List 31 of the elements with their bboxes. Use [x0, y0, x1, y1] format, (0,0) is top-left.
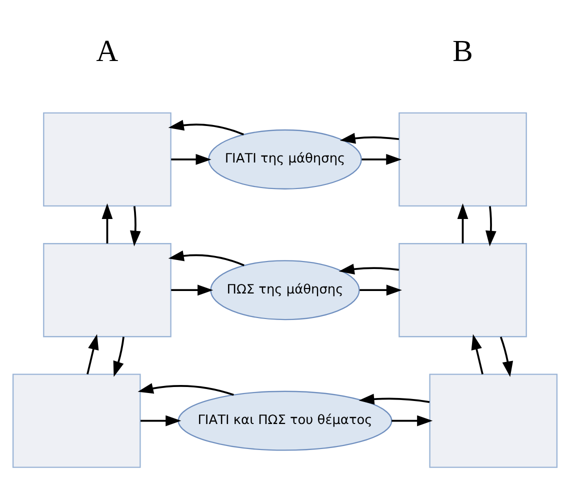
arrow: [500, 336, 514, 377]
node-ellipse: ΠΩΣ της μάθησης: [210, 260, 360, 320]
label: A: [96, 34, 118, 68]
arrow: [362, 154, 402, 165]
label: B: [452, 34, 473, 68]
arrow: [86, 334, 99, 374]
arrow: [140, 415, 182, 426]
arrow: [340, 132, 400, 144]
arrow: [171, 154, 212, 165]
node-box: [12, 374, 141, 468]
node-box: [398, 112, 527, 207]
arrow: [358, 394, 430, 405]
arrow: [471, 334, 484, 374]
arrow: [338, 264, 399, 274]
node-box: [398, 243, 527, 338]
node-box: [43, 112, 172, 207]
arrow: [360, 284, 402, 296]
arrow: [457, 203, 468, 244]
arrow: [130, 206, 141, 246]
arrow: [102, 203, 113, 244]
node-ellipse: ΓΙΑΤΙ της μάθησης: [208, 129, 362, 190]
arrow: [138, 383, 234, 396]
node-box: [43, 243, 172, 338]
arrow: [392, 415, 433, 426]
arrow: [113, 336, 124, 377]
arrow: [168, 250, 244, 266]
node-box: [429, 374, 558, 468]
arrow: [168, 120, 244, 136]
node-ellipse: ΓΙΑΤΙ και ΠΩΣ του θέματος: [178, 390, 392, 451]
arrow: [171, 284, 214, 296]
arrow: [486, 206, 496, 246]
